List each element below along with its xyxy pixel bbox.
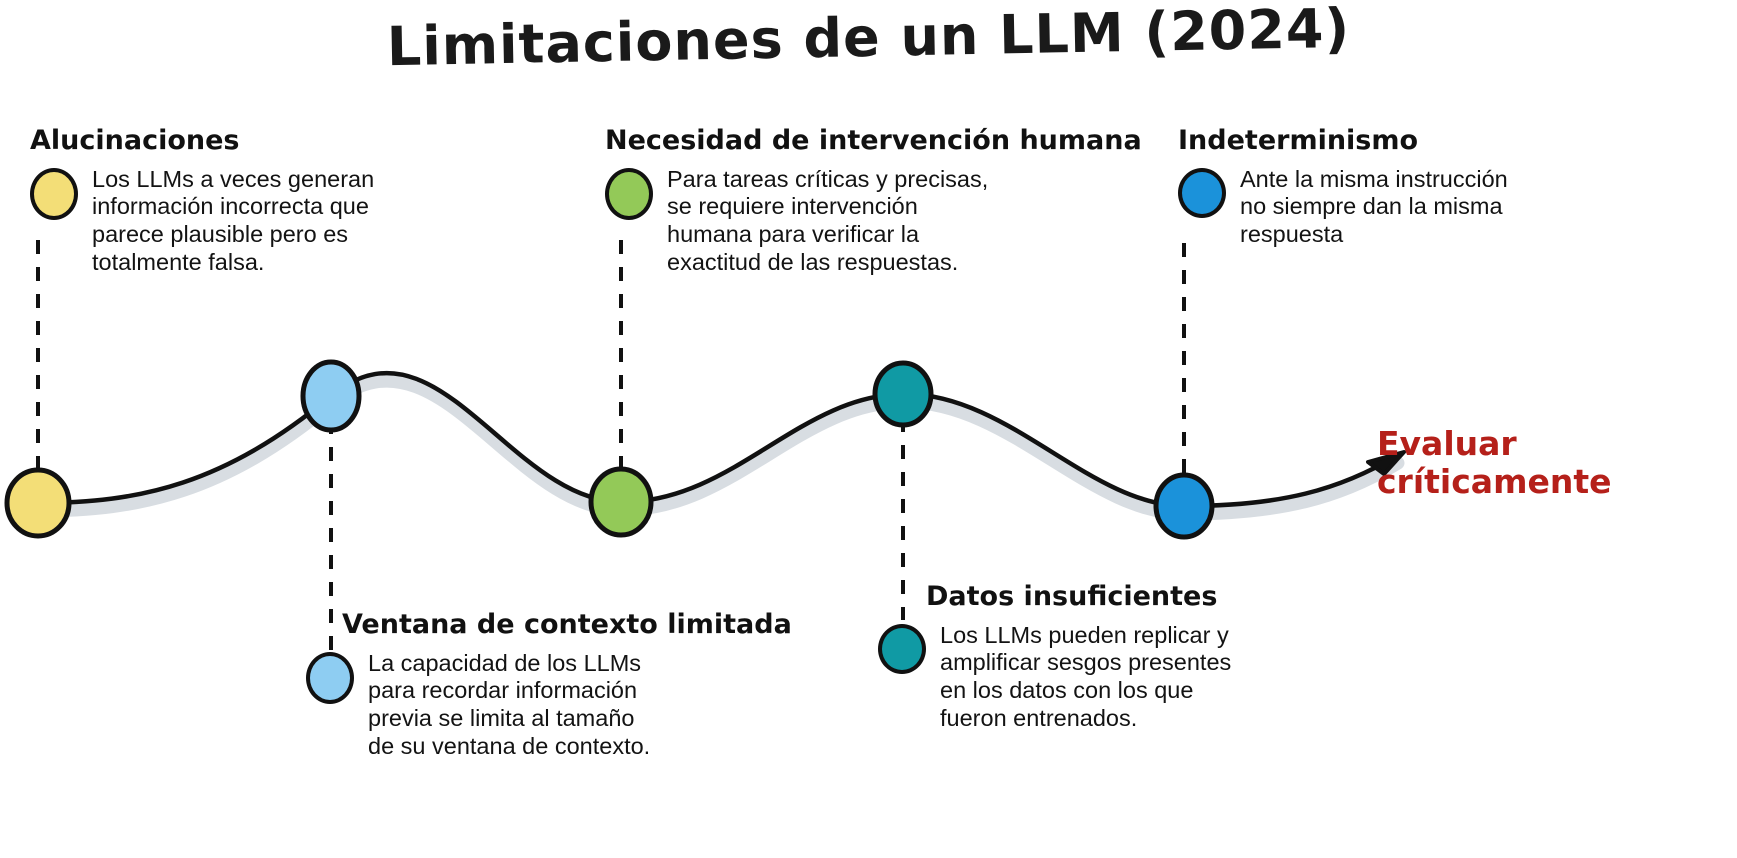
callout-heading-ventana-de-contexto-limitada: Ventana de contexto limitada [342, 609, 792, 640]
callout-heading-datos-insuficientes: Datos insuficientes [926, 581, 1218, 612]
curve-marker-ventana-de-contexto-limitada[interactable] [300, 359, 362, 433]
callout-body-indeterminismo: Ante la misma instrucción no siempre dan… [1240, 165, 1508, 248]
callout-indeterminismo: Indeterminismo Ante la misma instrucción… [1178, 126, 1598, 249]
curve-marker-datos-insuficientes[interactable] [872, 360, 934, 428]
callout-body-ventana-de-contexto-limitada: La capacidad de los LLMs para recordar i… [368, 649, 651, 759]
legend-dot-alucinaciones[interactable] [30, 167, 78, 220]
callout-necesidad-de-intervencion-humana: Necesidad de intervención humana Para ta… [605, 125, 1142, 277]
callout-body-alucinaciones: Los LLMs a veces generan información inc… [92, 165, 375, 275]
callout-heading-indeterminismo: Indeterminismo [1178, 125, 1419, 156]
callout-body-datos-insuficientes: Los LLMs pueden replicar y amplificar se… [940, 621, 1232, 731]
callout-datos-insuficientes: Datos insuficientes Los LLMs pueden repl… [878, 582, 1338, 733]
curve-marker-indeterminismo[interactable] [1153, 472, 1215, 540]
curve-marker-alucinaciones[interactable] [4, 467, 72, 539]
callout-heading-necesidad-de-intervencion-humana: Necesidad de intervención humana [605, 125, 1142, 156]
legend-dot-necesidad-de-intervencion-humana[interactable] [605, 167, 653, 220]
callout-body-necesidad-de-intervencion-humana: Para tareas críticas y precisas, se requ… [667, 165, 989, 275]
arrow-head-icon [1366, 450, 1406, 476]
legend-dot-indeterminismo[interactable] [1178, 167, 1226, 218]
callout-alucinaciones: Alucinaciones Los LLMs a veces generan i… [30, 126, 450, 277]
legend-dot-datos-insuficientes[interactable] [878, 623, 926, 674]
callout-heading-alucinaciones: Alucinaciones [30, 125, 240, 156]
curve-marker-necesidad-de-intervencion-humana[interactable] [588, 466, 654, 538]
legend-dot-ventana-de-contexto-limitada[interactable] [306, 651, 354, 704]
end-label-evaluar-criticamente: Evaluar críticamente [1377, 424, 1612, 501]
callout-ventana-de-contexto-limitada: Ventana de contexto limitada La capacida… [306, 610, 806, 761]
